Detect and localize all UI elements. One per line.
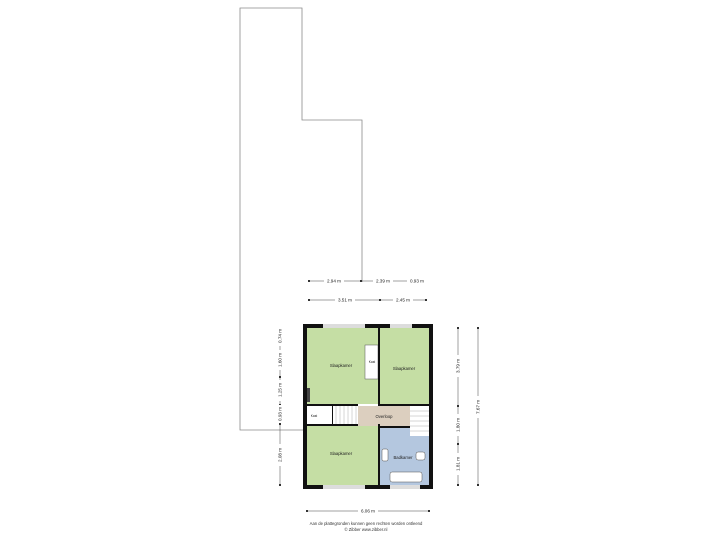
dim-left xyxy=(276,327,284,486)
dim-right-b: 1.80 m xyxy=(456,418,461,432)
dim-right-total: 7.67 m xyxy=(476,400,481,414)
bedroom-1-label: Slaapkamer xyxy=(330,363,353,368)
dim-top-row1-b: 2.39 m xyxy=(376,279,390,284)
dim-bottom-total: 6.06 m xyxy=(361,509,375,514)
dim-left-d: 0.93 m xyxy=(278,407,283,421)
plot-outline xyxy=(239,7,363,431)
bathtub xyxy=(389,471,423,483)
dim-right xyxy=(454,327,482,486)
disclaimer-text: Aan de plattegronden kunnen geen rechten… xyxy=(310,521,423,526)
bedroom-2-label: Slaapkamer xyxy=(393,366,416,371)
dim-left-e: 2.08 m xyxy=(278,448,283,462)
dim-bottom xyxy=(306,507,430,514)
bedroom-2-area xyxy=(380,328,429,404)
dim-left-b: 1.60 m xyxy=(278,353,283,367)
closet-1-label: Kast xyxy=(369,360,375,364)
bedroom-3-area xyxy=(307,424,378,485)
stair-area-left xyxy=(332,406,358,424)
bedroom-3-label: Slaapkamer xyxy=(330,451,353,456)
closet-2-label: Kast xyxy=(311,414,317,418)
bathroom-label: Badkamer xyxy=(393,455,413,460)
dim-left-a: 0.74 m xyxy=(278,329,283,343)
dim-top-row1 xyxy=(308,277,427,284)
radiator xyxy=(307,388,310,402)
copyright-text: © Zibber www.zibber.nl xyxy=(345,527,388,532)
staircase-right xyxy=(410,410,429,432)
toilet xyxy=(415,451,426,461)
dim-top-row2-a: 3.51 m xyxy=(338,298,352,303)
closet-2-area xyxy=(307,406,332,424)
windows xyxy=(323,324,420,489)
landing-area xyxy=(358,406,410,426)
landing-label: Overloop xyxy=(376,414,394,419)
dim-top-row1-a: 2.94 m xyxy=(327,279,341,284)
dim-right-a: 3.79 m xyxy=(456,359,461,373)
staircase-left xyxy=(335,406,357,424)
dim-top-row2-b: 2.45 m xyxy=(396,298,410,303)
walls xyxy=(303,324,433,489)
washbasin xyxy=(381,448,389,462)
dim-right-c: 1.81 m xyxy=(456,457,461,471)
dim-left-c: 1.25 m xyxy=(278,383,283,397)
dim-top-row1-c: 0.93 m xyxy=(410,279,424,284)
dim-top-row2 xyxy=(308,296,427,303)
